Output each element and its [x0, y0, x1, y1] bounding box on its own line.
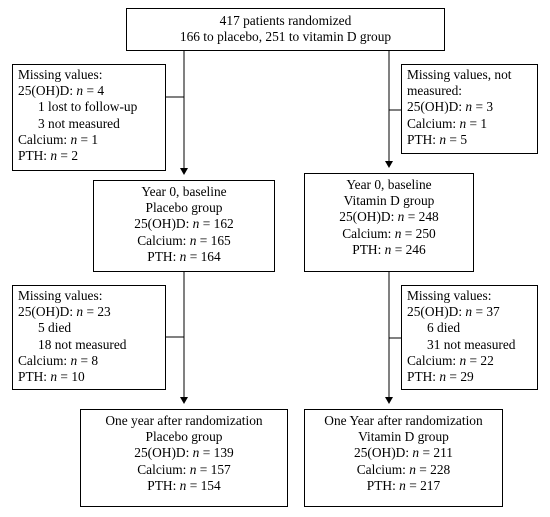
missing-title: Missing values: [407, 288, 492, 303]
count-ohd: 25(OH)D: n = 139 [134, 445, 234, 461]
missing-values-placebo-year1: Missing values: 25(OH)D: n = 23 5 died 1… [12, 285, 166, 390]
missing-pth: PTH: n = 10 [18, 369, 85, 385]
baseline-placebo-box: Year 0, baseline Placebo group 25(OH)D: … [93, 180, 275, 272]
count-calcium: Calcium: n = 157 [137, 461, 231, 477]
missing-calcium: Calcium: n = 22 [407, 352, 494, 368]
year1-vitd-box: One Year after randomization Vitamin D g… [304, 409, 503, 507]
count-ohd: 25(OH)D: n = 248 [339, 209, 439, 225]
missing-reason-2: 31 not measured [427, 336, 516, 352]
missing-reason-1: 5 died [38, 320, 72, 336]
missing-reason-2: 18 not measured [38, 336, 127, 352]
missing-pth: PTH: n = 29 [407, 369, 474, 385]
count-calcium: Calcium: n = 228 [356, 461, 451, 477]
missing-ohd: 25(OH)D: n = 4 [18, 83, 105, 99]
baseline-heading: Year 0, baseline [346, 177, 432, 192]
missing-title-cont: measured: [407, 83, 463, 99]
randomized-split: 166 to placebo, 251 to vitamin D group [179, 29, 392, 45]
randomized-box: 417 patients randomized 166 to placebo, … [126, 8, 445, 51]
randomized-count: 417 patients randomized [219, 13, 352, 28]
count-ohd: 25(OH)D: n = 162 [134, 216, 234, 232]
count-calcium: Calcium: n = 250 [342, 225, 436, 241]
count-pth: PTH: n = 246 [352, 241, 426, 257]
year1-heading: One year after randomization [105, 413, 263, 428]
group-name: Vitamin D group [358, 429, 449, 445]
group-name: Placebo group [145, 429, 223, 445]
missing-reason-1: 6 died [427, 320, 461, 336]
missing-values-placebo-baseline: Missing values: 25(OH)D: n = 4 1 lost to… [12, 64, 166, 171]
count-pth: PTH: n = 217 [366, 477, 441, 493]
count-calcium: Calcium: n = 165 [137, 232, 231, 248]
missing-title: Missing values: [18, 288, 103, 303]
year1-placebo-box: One year after randomization Placebo gro… [80, 409, 288, 507]
missing-reason-2: 3 not measured [38, 115, 120, 131]
count-pth: PTH: n = 154 [147, 477, 221, 493]
baseline-vitd-box: Year 0, baseline Vitamin D group 25(OH)D… [304, 173, 474, 272]
count-pth: PTH: n = 164 [147, 248, 221, 264]
missing-reason-1: 1 lost to follow-up [38, 99, 138, 115]
missing-ohd: 25(OH)D: n = 23 [18, 304, 111, 320]
missing-calcium: Calcium: n = 1 [407, 115, 488, 131]
count-ohd: 25(OH)D: n = 211 [354, 445, 453, 461]
year1-heading: One Year after randomization [324, 413, 483, 428]
missing-pth: PTH: n = 5 [407, 131, 468, 147]
missing-title: Missing values: [18, 67, 103, 82]
missing-values-vitd-year1: Missing values: 25(OH)D: n = 37 6 died 3… [401, 285, 538, 390]
missing-values-vitd-baseline: Missing values, not measured: 25(OH)D: n… [401, 64, 538, 154]
group-name: Vitamin D group [343, 193, 435, 209]
missing-ohd: 25(OH)D: n = 3 [407, 99, 494, 115]
baseline-heading: Year 0, baseline [141, 184, 227, 199]
missing-pth: PTH: n = 2 [18, 148, 79, 164]
missing-calcium: Calcium: n = 8 [18, 352, 99, 368]
missing-calcium: Calcium: n = 1 [18, 131, 99, 147]
missing-ohd: 25(OH)D: n = 37 [407, 304, 500, 320]
group-name: Placebo group [145, 200, 223, 216]
missing-title: Missing values, not [407, 67, 512, 82]
